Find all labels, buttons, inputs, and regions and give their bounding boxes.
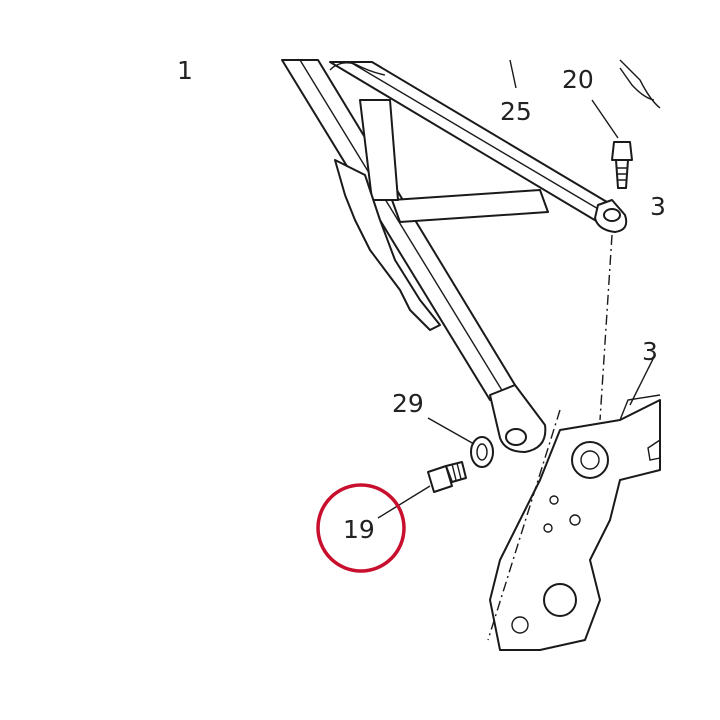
frame-tube-assembly: [281, 59, 628, 453]
leader-lines: [377, 59, 656, 519]
washer-29: [470, 436, 494, 468]
label-part-3-upper: 3: [650, 192, 666, 221]
part-labels: 1 25 20 3 3 29 19: [177, 56, 666, 544]
assembly-axes: [487, 234, 613, 641]
label-part-20: 20: [562, 65, 594, 94]
label-part-3-lower: 3: [642, 337, 658, 366]
label-part-29: 29: [392, 389, 424, 418]
bolt-20: [611, 141, 633, 189]
frame-casting: [489, 59, 661, 651]
highlight-circle: [316, 483, 406, 573]
bolt-19: [427, 461, 467, 493]
label-part-25: 25: [500, 97, 532, 126]
label-part-19: 19: [343, 515, 375, 544]
label-part-1: 1: [177, 56, 193, 85]
